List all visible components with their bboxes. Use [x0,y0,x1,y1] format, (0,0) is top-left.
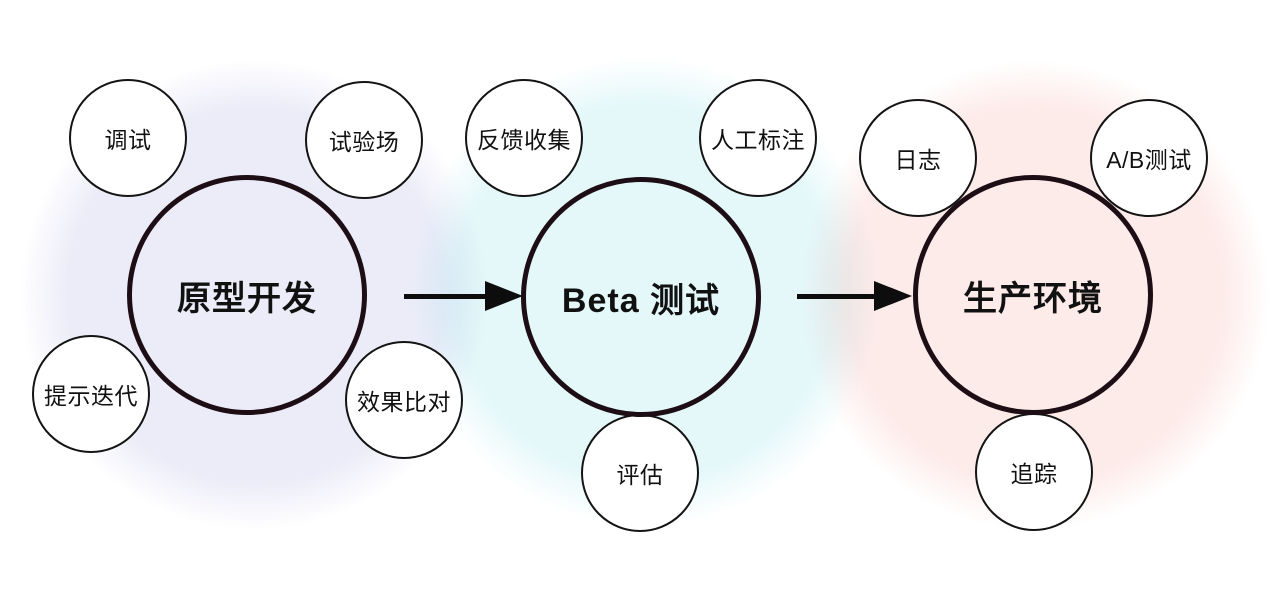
stage-beta-title: Beta 测试 [561,281,721,320]
satellite-manual-annotation-label: 人工标注 [711,127,805,153]
stage-beta-circle: Beta 测试 [521,177,761,417]
satellite-feedback-collection: 反馈收集 [465,79,583,197]
satellite-prompt-iteration-label: 提示迭代 [44,383,138,409]
satellite-evaluation: 评估 [581,414,699,532]
satellite-tracing-label: 追踪 [1010,461,1058,487]
arrow-prototype-to-beta-line [404,294,488,299]
satellite-debug: 调试 [69,79,187,197]
satellite-evaluation-label: 评估 [616,462,664,488]
arrow-prototype-to-beta-head-icon [485,281,523,311]
satellite-ab-testing-label: A/B测试 [1106,147,1192,173]
satellite-playground: 试验场 [305,81,423,199]
satellite-manual-annotation: 人工标注 [699,79,817,197]
satellite-debug-label: 调试 [104,127,152,153]
satellite-effect-comparison-label: 效果比对 [357,389,451,415]
satellite-tracing: 追踪 [975,413,1093,531]
satellite-ab-testing: A/B测试 [1090,99,1208,217]
stage-prototype-title: 原型开发 [177,279,317,318]
satellite-playground-label: 试验场 [328,129,400,155]
satellite-prompt-iteration: 提示迭代 [32,335,150,453]
stage-production-title: 生产环境 [963,279,1103,318]
satellite-logs-label: 日志 [894,147,942,173]
stage-production-circle: 生产环境 [913,175,1153,415]
stage-prototype-circle: 原型开发 [127,175,367,415]
satellite-feedback-collection-label: 反馈收集 [477,127,571,153]
arrow-beta-to-production-line [797,294,877,299]
satellite-logs: 日志 [859,99,977,217]
arrow-beta-to-production-head-icon [874,281,912,311]
satellite-effect-comparison: 效果比对 [345,341,463,459]
